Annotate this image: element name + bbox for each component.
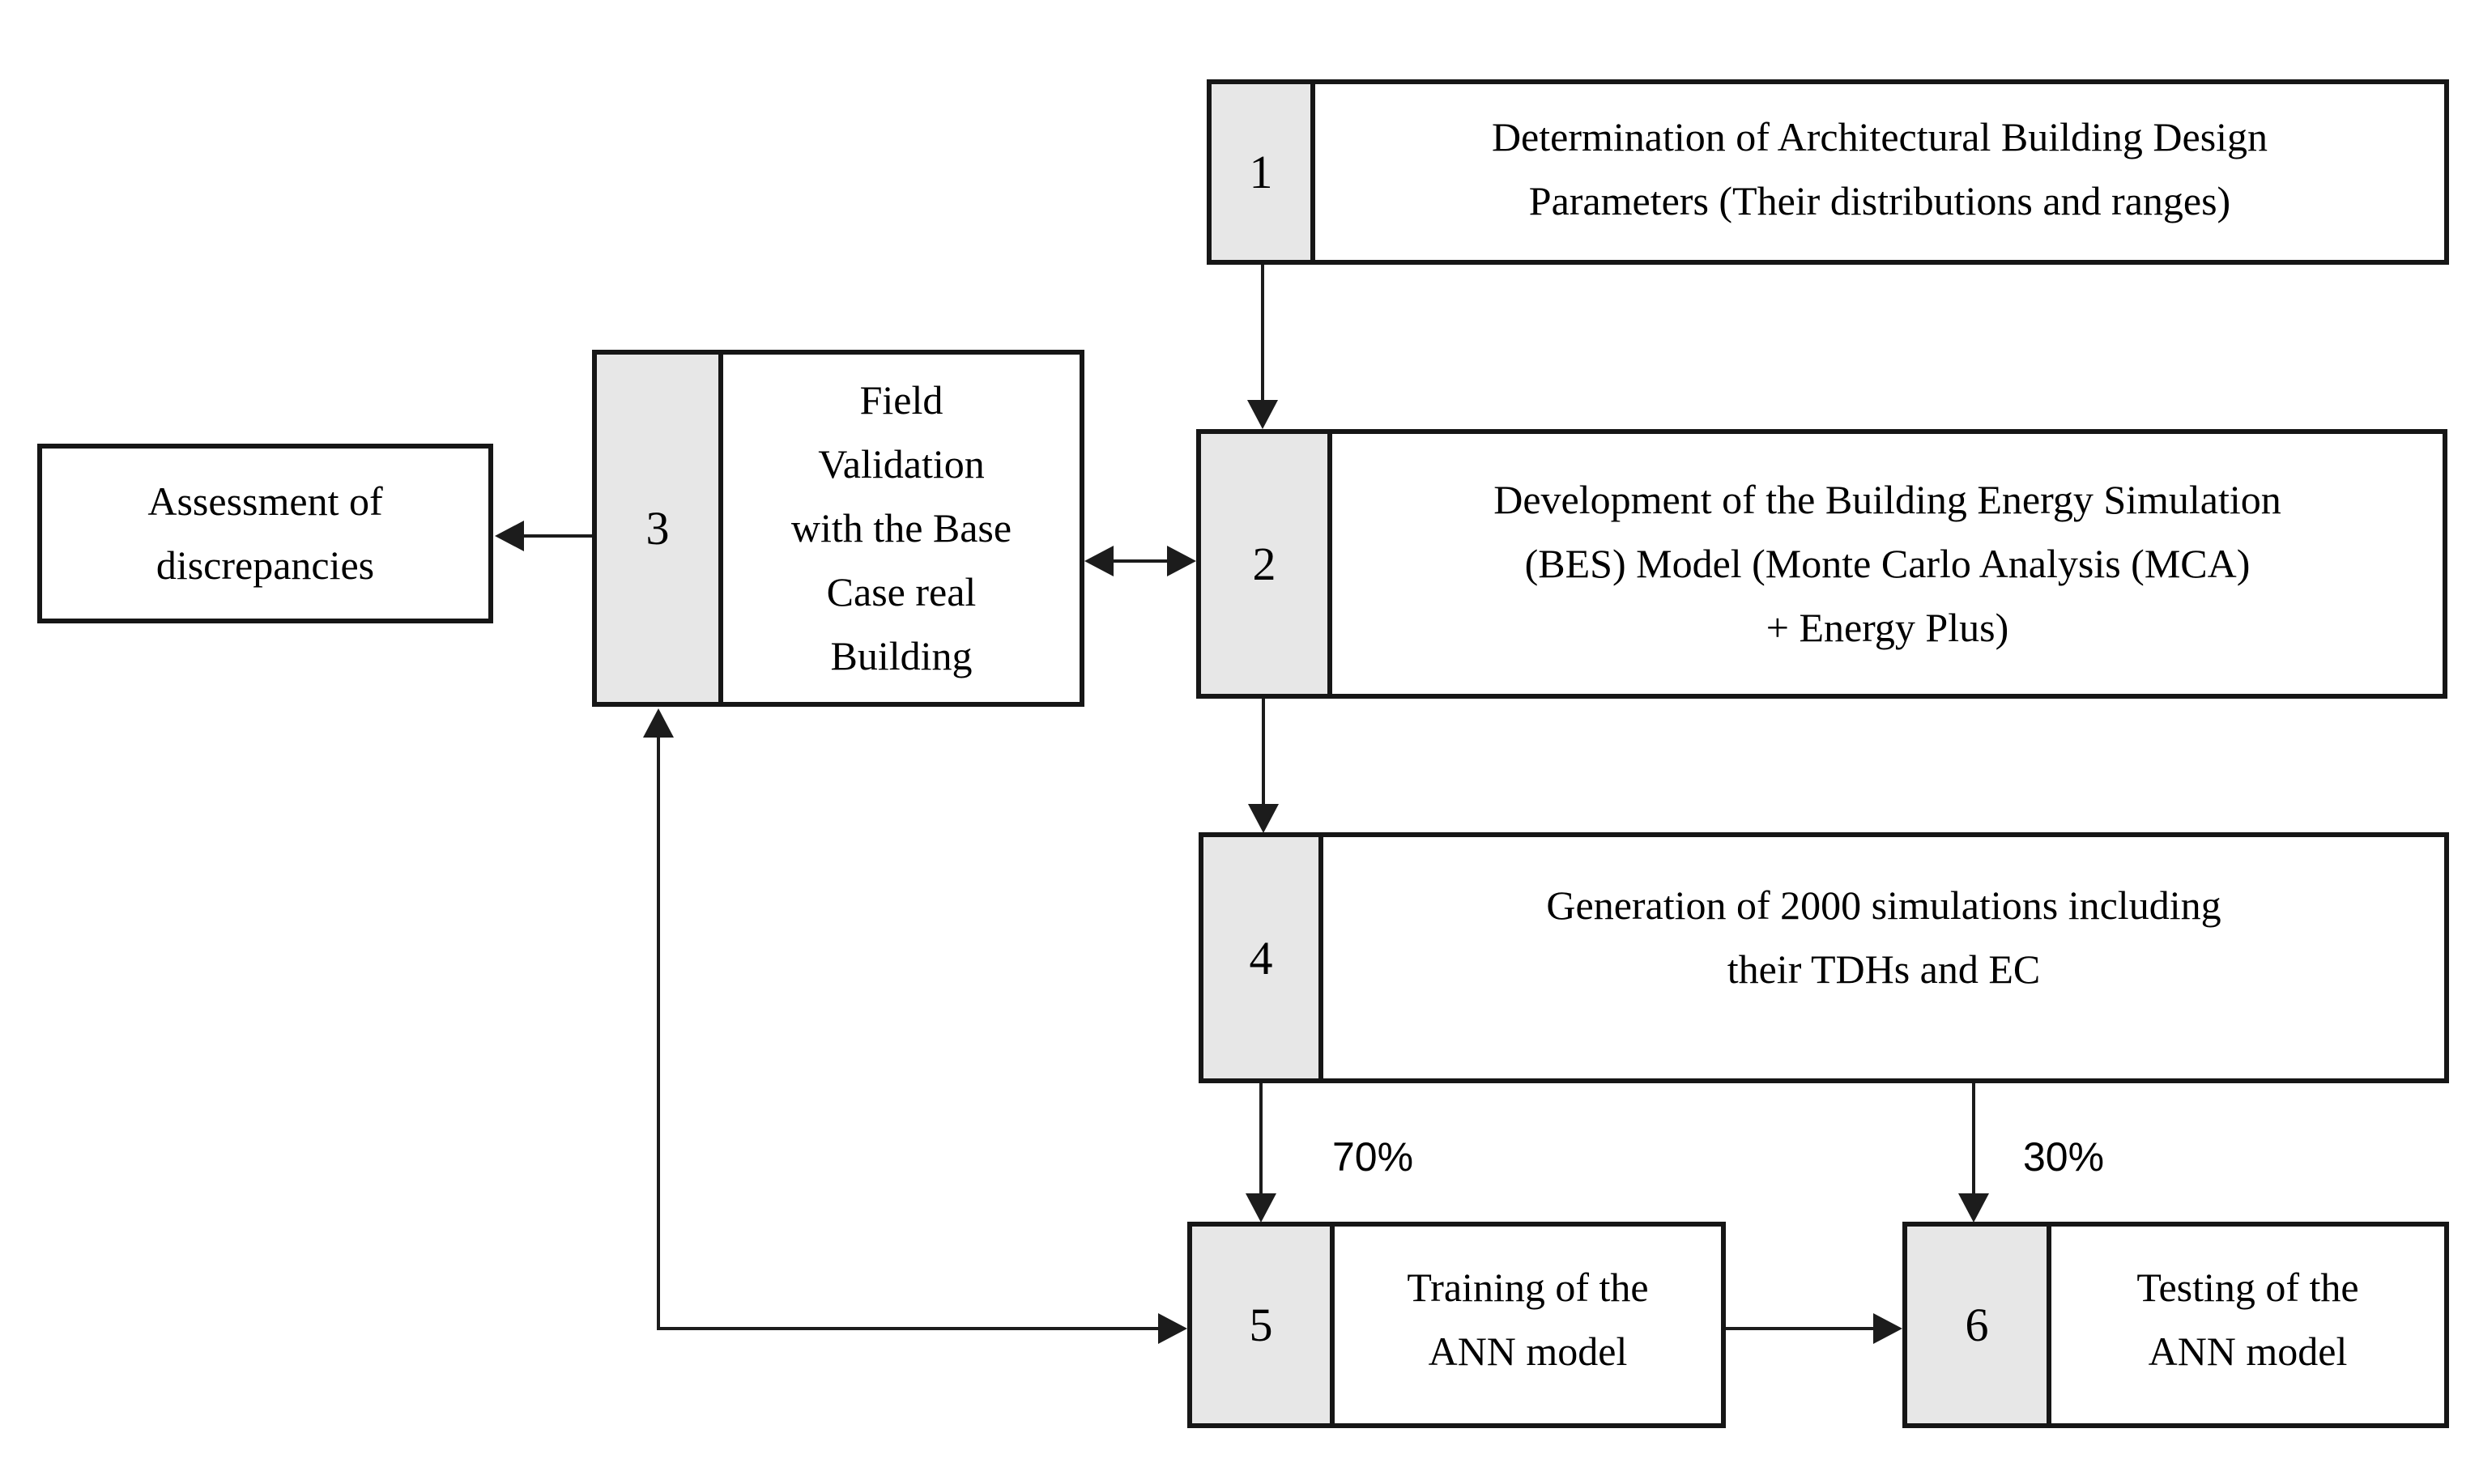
connector-step3-assessment-line [524, 534, 592, 538]
step-box-3: 3 Field Validation with the Base Case re… [592, 350, 1084, 707]
test-split-label: 30% [2023, 1134, 2105, 1180]
step-box-4: 4 Generation of 2000 simulations includi… [1199, 832, 2449, 1083]
step-number-5: 5 [1192, 1227, 1335, 1423]
connector-step2-step3-line [1112, 559, 1169, 563]
step-box-5: 5 Training of the ANN model [1187, 1222, 1726, 1428]
connector-loop-horizontal-line [657, 1327, 1158, 1330]
arrowhead-left-icon [495, 521, 524, 551]
arrowhead-right-icon [1158, 1313, 1187, 1344]
arrowhead-right-icon [1873, 1313, 1902, 1344]
step-text-2: Development of the Building Energy Simul… [1493, 477, 2281, 650]
connector-step4-step6-line [1972, 1083, 1975, 1193]
connector-step2-step4-line [1262, 699, 1265, 804]
step-text-1: Determination of Architectural Building … [1491, 113, 2268, 223]
train-split-label: 70% [1332, 1134, 1414, 1180]
connector-step4-step5-line [1259, 1083, 1263, 1193]
step-number-6: 6 [1907, 1227, 2051, 1423]
arrowhead-left-icon [1084, 546, 1114, 576]
step-text-5: Training of the ANN model [1407, 1264, 1649, 1374]
step-box-1: 1 Determination of Architectural Buildin… [1207, 79, 2449, 265]
arrowhead-down-icon [1246, 1193, 1276, 1222]
arrowhead-right-icon [1167, 546, 1196, 576]
arrowhead-down-icon [1247, 400, 1278, 429]
step-number-2: 2 [1201, 434, 1332, 694]
step-number-4: 4 [1203, 837, 1323, 1078]
step-box-2: 2 Development of the Building Energy Sim… [1196, 429, 2447, 699]
step-number-3: 3 [597, 355, 723, 702]
step-text-6: Testing of the ANN model [2136, 1264, 2359, 1374]
step-box-6: 6 Testing of the ANN model [1902, 1222, 2449, 1428]
step-text-4: Generation of 2000 simulations including… [1546, 882, 2221, 992]
arrowhead-up-icon [643, 708, 674, 738]
assessment-box: Assessment of discrepancies [37, 444, 493, 623]
step-number-1: 1 [1212, 84, 1315, 260]
connector-step5-step6-line [1726, 1327, 1873, 1330]
step-text-3: Field Validation with the Base Case real… [790, 377, 1012, 678]
arrowhead-down-icon [1248, 804, 1279, 833]
connector-step1-step2-line [1261, 265, 1264, 402]
arrowhead-down-icon [1958, 1193, 1989, 1222]
connector-loop-vertical-line [657, 736, 660, 1329]
